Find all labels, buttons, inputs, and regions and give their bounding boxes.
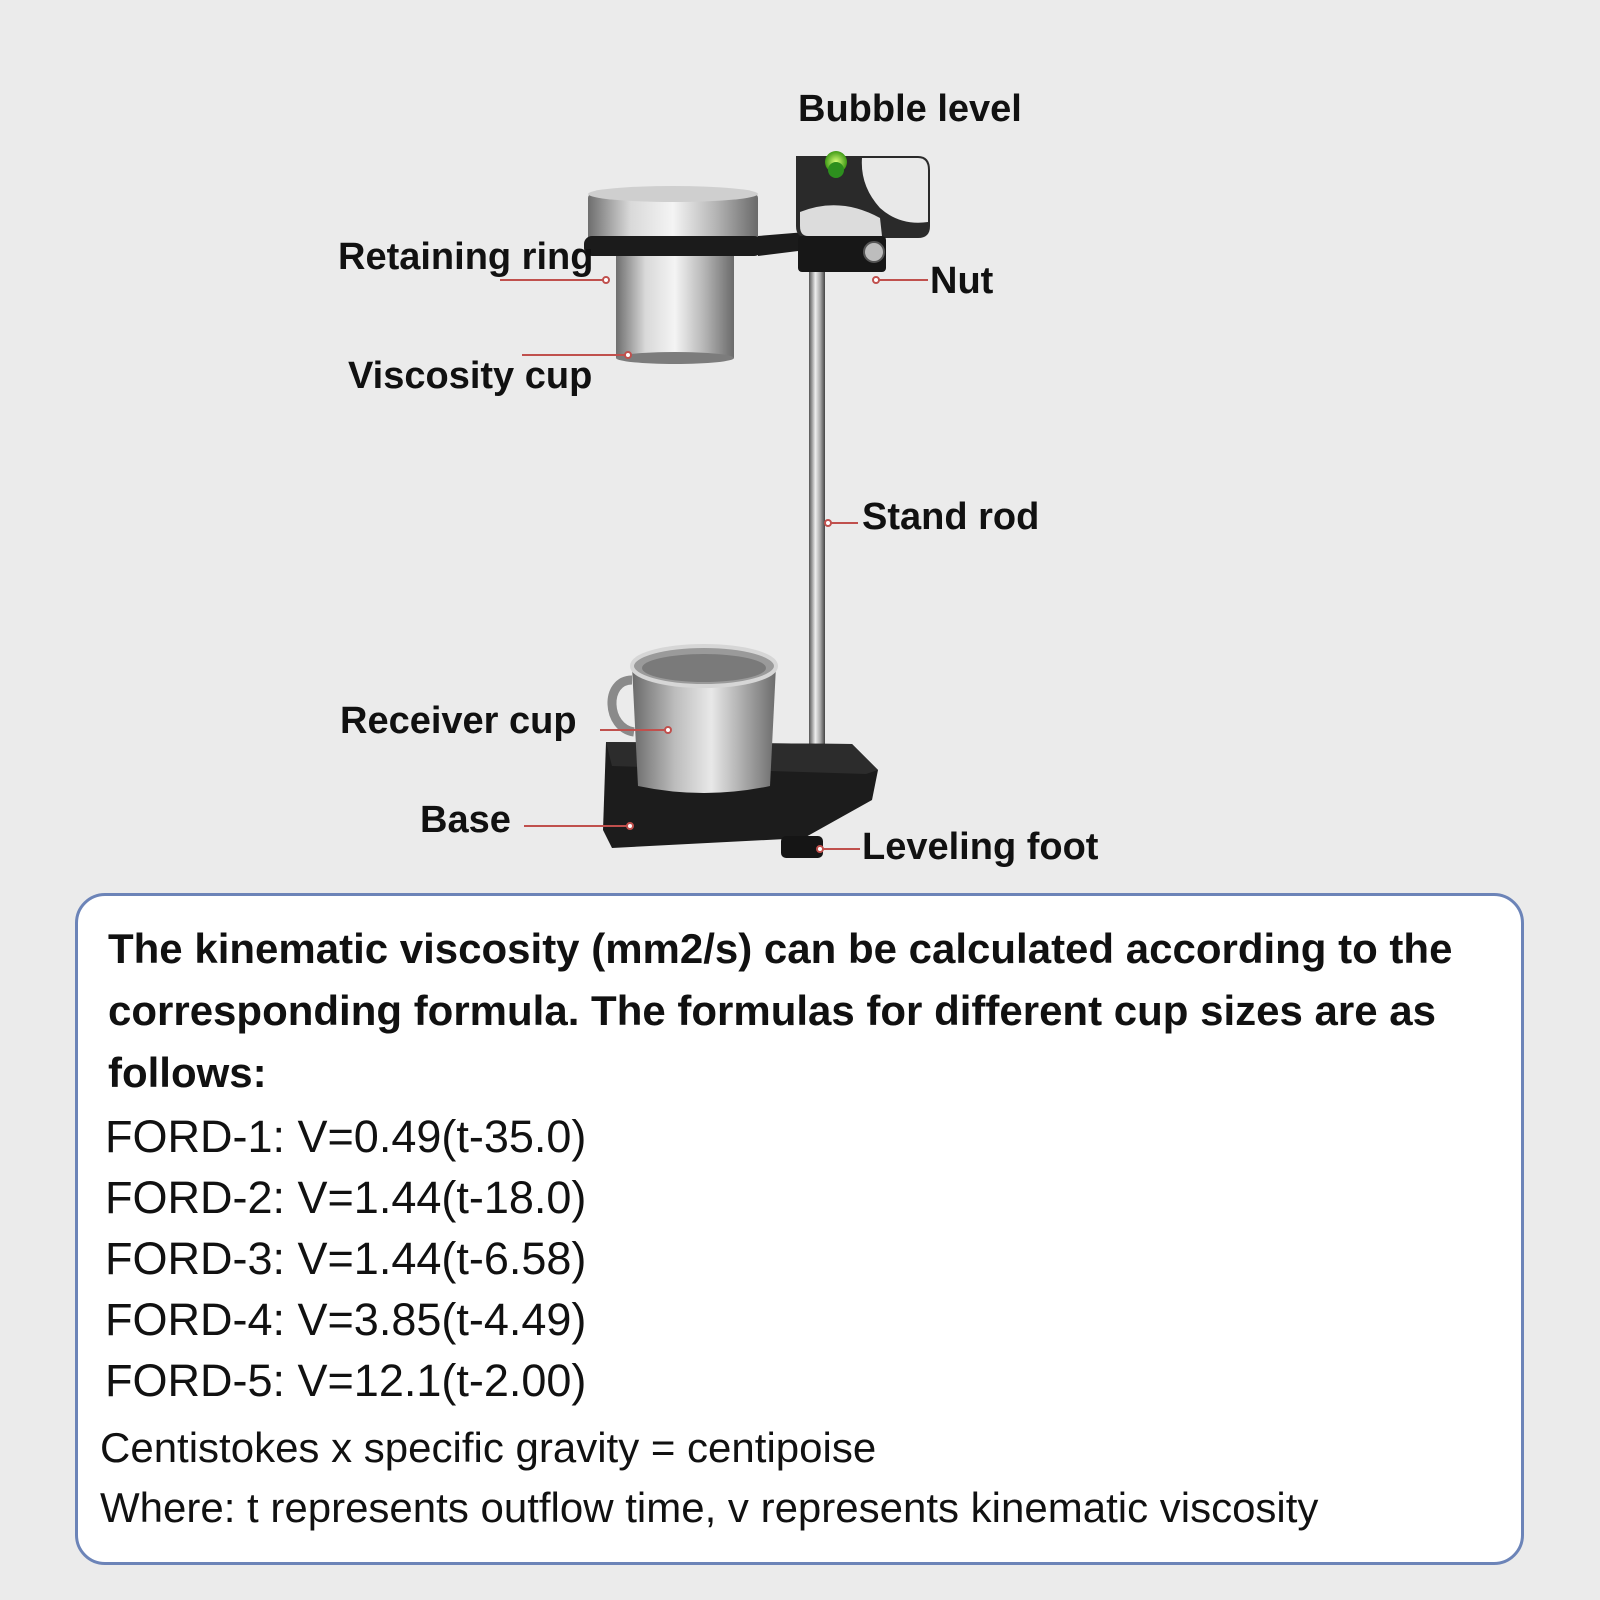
leveling-foot-knob: [781, 836, 823, 858]
stand-rod: [809, 272, 825, 762]
viscometer-stand-illustration: [500, 151, 930, 858]
nut-clamp: [798, 236, 886, 272]
receiver-cup-body: [632, 666, 776, 793]
label-leveling-foot: Leveling foot: [862, 826, 1099, 868]
retaining-arm: [758, 232, 806, 256]
conversion-note: Centistokes x specific gravity = centipo…: [100, 1424, 877, 1471]
label-receiver-cup: Receiver cup: [340, 700, 577, 742]
intro-text: The kinematic viscosity (mm2/s) can be c…: [108, 925, 1453, 1096]
viscosity-cup-lower: [616, 248, 734, 358]
leader-dots: [602, 276, 880, 853]
variables-note: Where: t represents outflow time, v repr…: [100, 1484, 1319, 1531]
label-stand-rod: Stand rod: [862, 496, 1040, 538]
label-retaining-ring: Retaining ring: [338, 236, 594, 278]
receiver-cup-handle: [607, 675, 636, 737]
label-nut: Nut: [930, 260, 994, 302]
formula-ford-2: FORD-2: V=1.44(t-18.0): [105, 1172, 587, 1223]
label-bubble-level: Bubble level: [798, 88, 1022, 130]
label-base: Base: [420, 799, 511, 841]
formula-ford-3: FORD-3: V=1.44(t-6.58): [105, 1233, 587, 1284]
retaining-ring: [584, 236, 762, 256]
formula-ford-4: FORD-4: V=3.85(t-4.49): [105, 1294, 587, 1345]
formula-ford-1: FORD-1: V=0.49(t-35.0): [105, 1111, 587, 1162]
formula-info-box: The kinematic viscosity (mm2/s) can be c…: [75, 893, 1524, 1565]
formula-ford-5: FORD-5: V=12.1(t-2.00): [105, 1355, 587, 1406]
leader-lines: [500, 279, 928, 850]
viscosity-cup-upper: [588, 194, 758, 242]
label-viscosity-cup: Viscosity cup: [348, 355, 593, 397]
nut: [863, 241, 885, 263]
